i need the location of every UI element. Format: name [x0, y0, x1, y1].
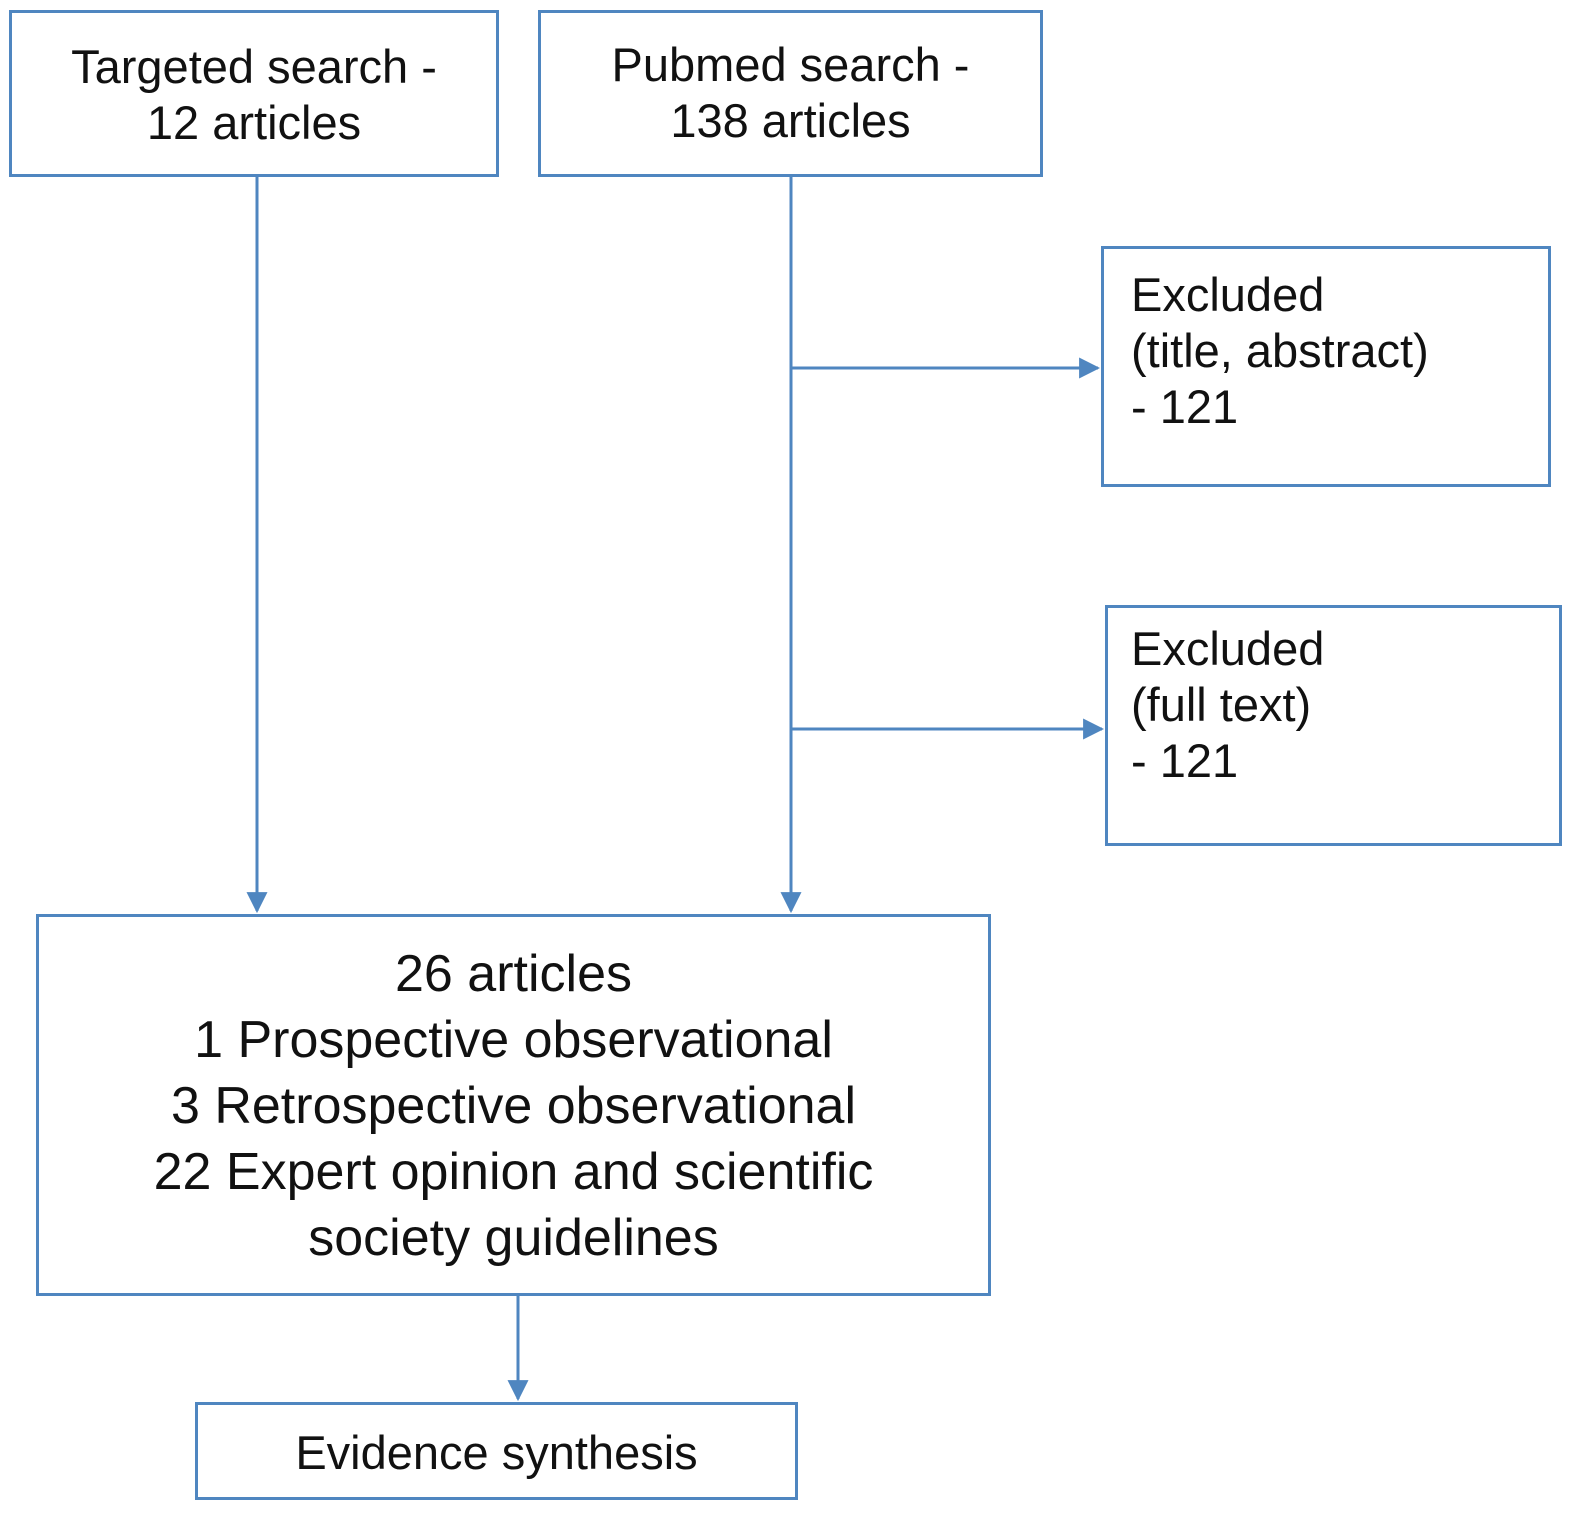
excluded-full-text-line-1: Excluded: [1131, 622, 1325, 675]
included-line-2: 1 Prospective observational: [194, 1011, 833, 1069]
pubmed-search-line-1: Pubmed search -: [611, 38, 970, 91]
included-articles-box: 26 articles 1 Prospective observational …: [36, 914, 991, 1296]
excluded-full-text-box: Excluded (full text) - 121: [1105, 605, 1562, 846]
excluded-full-text-line-2: (full text): [1131, 678, 1312, 731]
included-line-4: 22 Expert opinion and scientific: [153, 1143, 874, 1201]
evidence-synthesis-box: Evidence synthesis: [195, 1402, 798, 1500]
pubmed-search-box: Pubmed search - 138 articles: [538, 10, 1043, 177]
excluded-full-text-line-3: - 121: [1131, 734, 1239, 787]
included-line-3: 3 Retrospective observational: [170, 1077, 857, 1135]
excluded-title-abstract-line-2: (title, abstract): [1131, 324, 1429, 377]
evidence-synthesis-label: Evidence synthesis: [295, 1426, 698, 1479]
targeted-search-line-2: 12 articles: [146, 96, 362, 149]
targeted-search-box: Targeted search - 12 articles: [9, 10, 499, 177]
excluded-title-abstract-line-1: Excluded: [1131, 268, 1325, 321]
included-line-1: 26 articles: [395, 945, 632, 1003]
included-line-5: society guidelines: [308, 1209, 719, 1267]
excluded-title-abstract-box: Excluded (title, abstract) - 121: [1101, 246, 1551, 487]
excluded-title-abstract-line-3: - 121: [1131, 380, 1239, 433]
pubmed-search-line-2: 138 articles: [670, 94, 911, 147]
targeted-search-line-1: Targeted search -: [71, 40, 437, 93]
